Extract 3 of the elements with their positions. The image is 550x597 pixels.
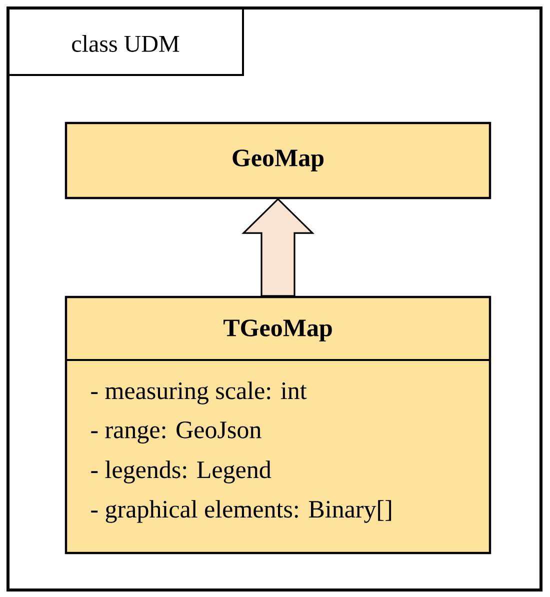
class-box: GeoMap	[64, 122, 492, 200]
generalization-arrow	[242, 198, 314, 297]
class-box: TGeoMap - measuring scale: int - range: GeoJson - legends: Legend - graphical elements: Binary[]	[64, 296, 492, 554]
